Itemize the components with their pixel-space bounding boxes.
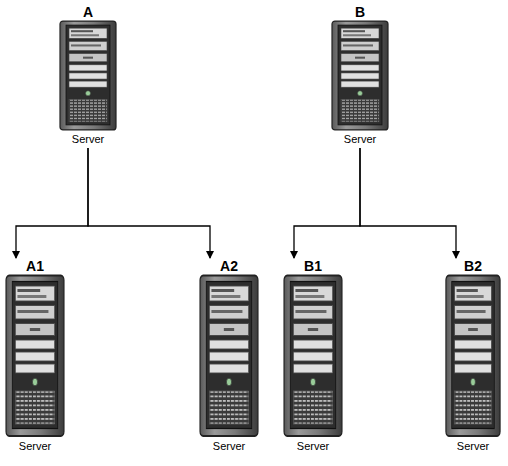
server-name: B2 bbox=[464, 258, 482, 274]
server-icon bbox=[4, 274, 66, 439]
server-name: B bbox=[355, 4, 365, 20]
network-link bbox=[360, 148, 456, 258]
server-node: A Server bbox=[58, 4, 118, 146]
server-node: A1Server bbox=[4, 258, 66, 453]
server-caption: Server bbox=[72, 132, 104, 146]
server-name: A bbox=[83, 4, 93, 20]
server-icon bbox=[282, 274, 344, 439]
server-icon bbox=[444, 274, 502, 439]
server-icon bbox=[198, 274, 260, 439]
server-name: A1 bbox=[26, 258, 44, 274]
server-icon bbox=[330, 20, 390, 132]
server-caption: Server bbox=[19, 439, 51, 453]
server-caption: Server bbox=[457, 439, 489, 453]
server-node: B Server bbox=[330, 4, 390, 146]
network-link bbox=[294, 148, 360, 258]
server-caption: Server bbox=[213, 439, 245, 453]
server-caption: Server bbox=[344, 132, 376, 146]
server-node: B2Server bbox=[444, 258, 502, 453]
server-icon bbox=[58, 20, 118, 132]
network-link bbox=[88, 148, 210, 258]
server-name: A2 bbox=[220, 258, 238, 274]
server-name: B1 bbox=[304, 258, 322, 274]
network-link bbox=[16, 148, 88, 258]
server-caption: Server bbox=[297, 439, 329, 453]
server-node: B1Server bbox=[282, 258, 344, 453]
server-node: A2Server bbox=[198, 258, 260, 453]
